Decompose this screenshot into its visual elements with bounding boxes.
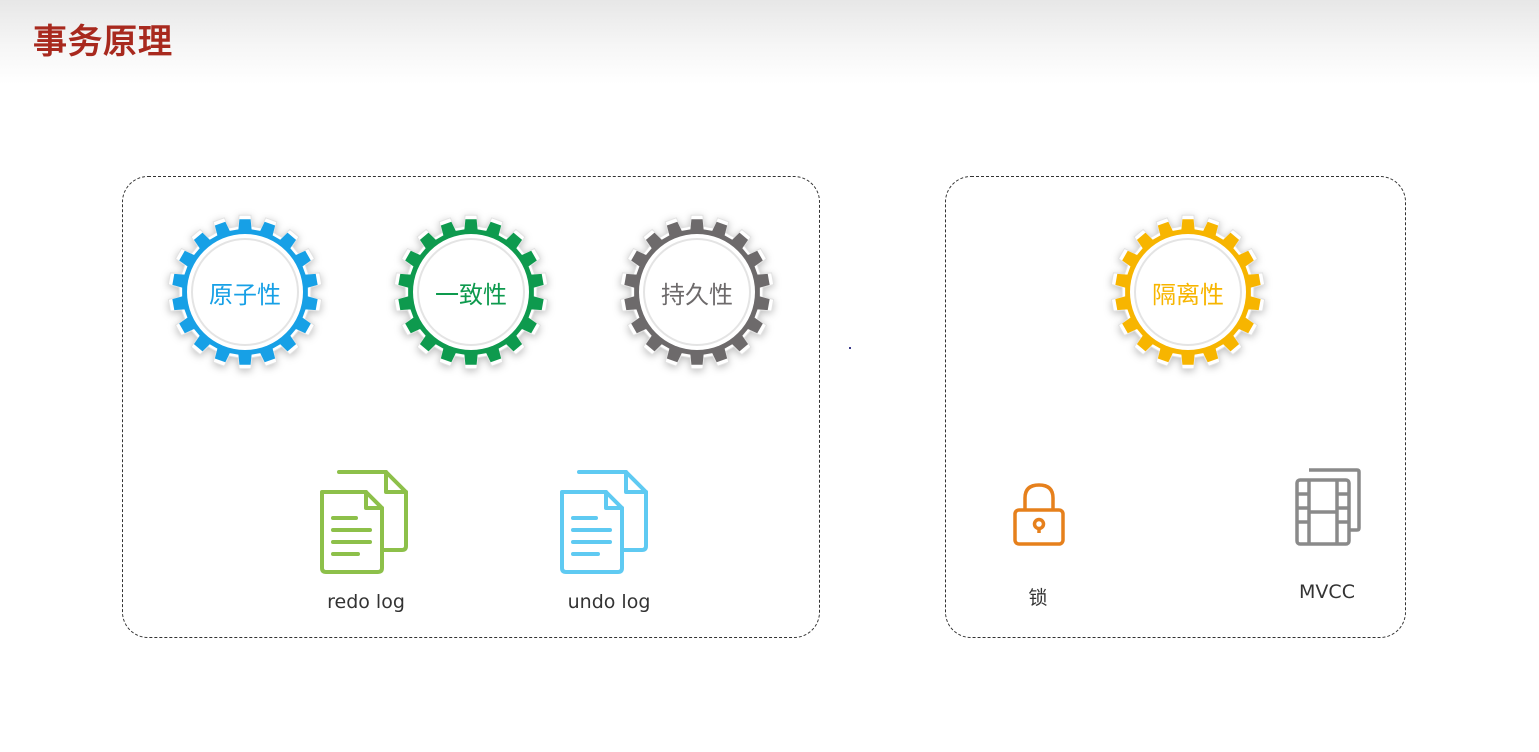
lock-icon — [1013, 483, 1065, 546]
gear-label-durability: 持久性 — [661, 280, 733, 309]
gear-icon — [167, 214, 323, 370]
undo-log-label: undo log — [567, 591, 651, 613]
gear-atomicity: 原子性 — [166, 213, 324, 371]
lock-label: 锁 — [1028, 587, 1048, 609]
right-panel — [945, 176, 1406, 638]
gear-isolation: 隔离性 — [1109, 213, 1267, 371]
film-icon — [1295, 468, 1361, 546]
header-band — [0, 0, 1539, 84]
stray-dot — [849, 347, 851, 349]
redo-log-label: redo log — [327, 591, 405, 613]
left-panel — [122, 176, 820, 638]
page-title: 事务原理 — [33, 22, 173, 62]
undo-log-document-icon — [560, 470, 648, 574]
gear-label-consistency: 一致性 — [435, 280, 507, 309]
gear-durability: 持久性 — [618, 213, 776, 371]
mvcc-label: MVCC — [1299, 581, 1355, 603]
gear-icon — [619, 214, 775, 370]
redo-log-document-icon — [320, 470, 408, 574]
gear-icon — [393, 214, 549, 370]
gear-icon — [1110, 214, 1266, 370]
gear-consistency: 一致性 — [392, 213, 550, 371]
gear-label-atomicity: 原子性 — [209, 280, 281, 309]
gear-label-isolation: 隔离性 — [1152, 280, 1224, 309]
